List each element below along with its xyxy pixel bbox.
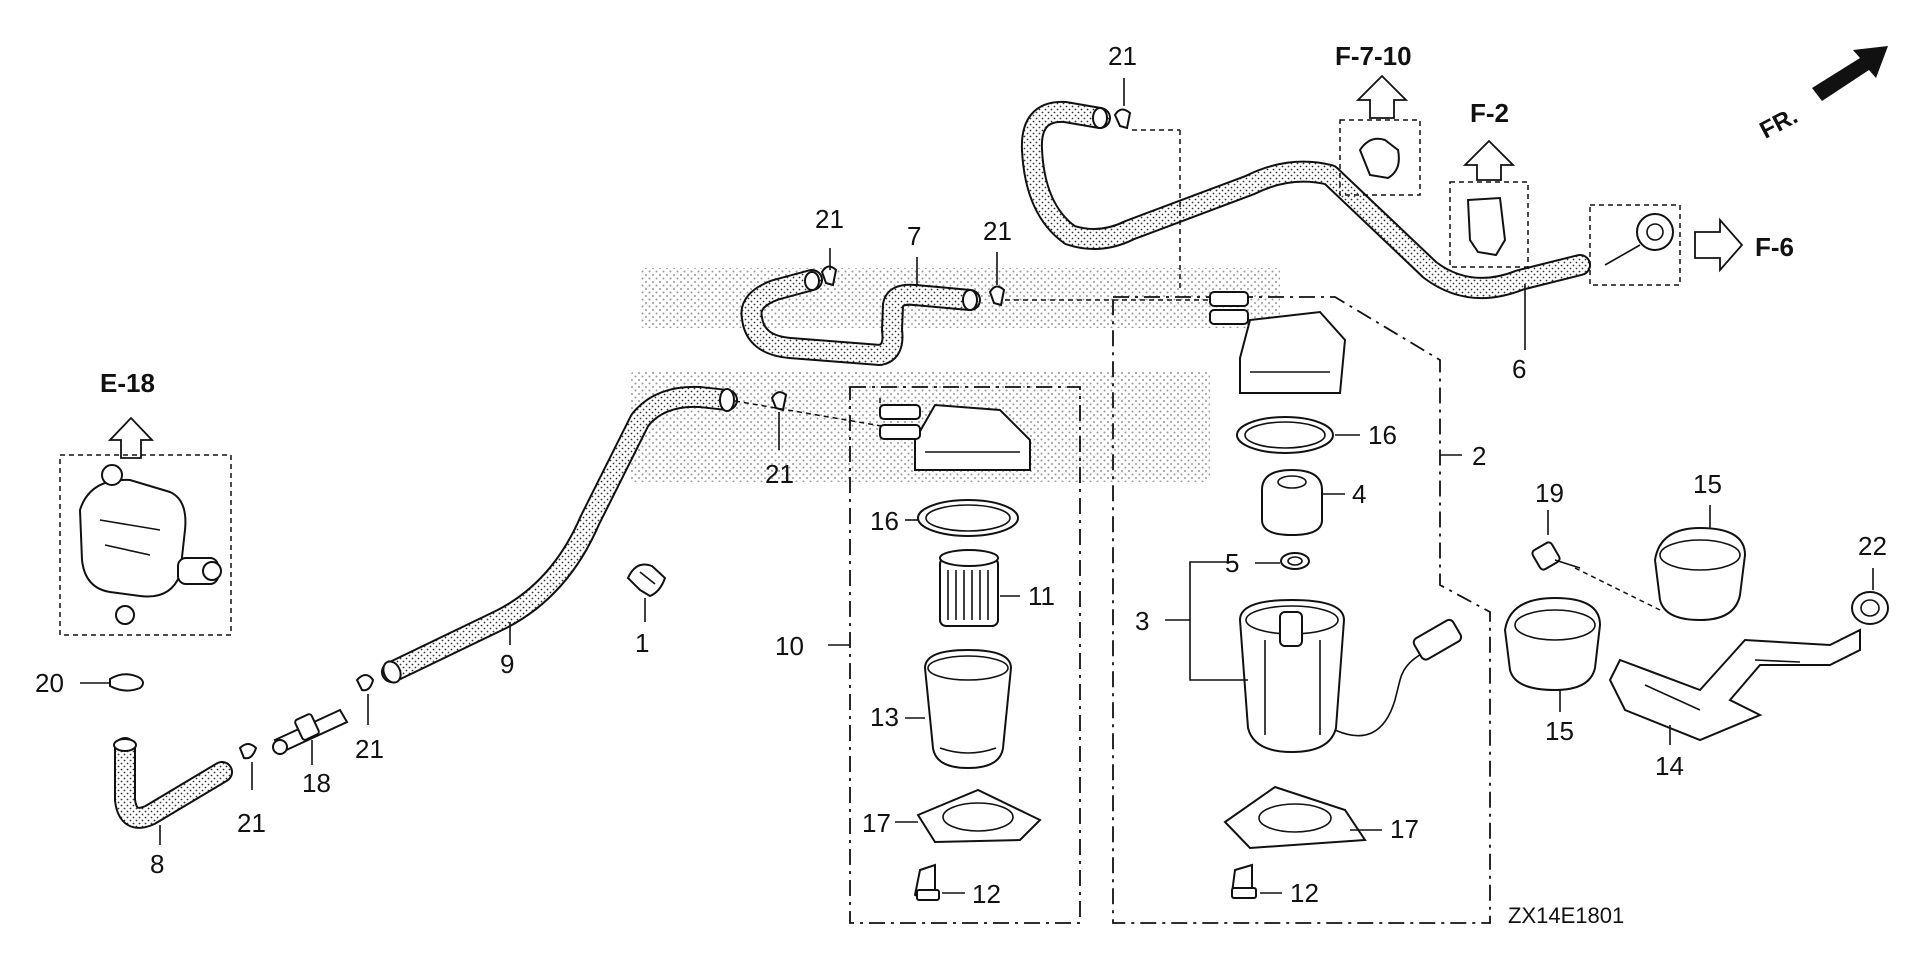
ref-f2-label: F-2 — [1470, 98, 1509, 128]
bolt-12-right — [1230, 863, 1257, 900]
hose-clip-21-e — [988, 285, 1006, 307]
callout-2: 2 — [1472, 441, 1486, 471]
hose-clip-21-c — [770, 391, 788, 412]
reference-f6: F-6 — [1589, 204, 1794, 286]
callout-16-a: 16 — [870, 506, 899, 536]
callout-11: 11 — [1028, 581, 1055, 611]
callout-15-a: 15 — [1693, 469, 1722, 499]
hose-clip-21-d — [820, 265, 838, 287]
hose-clip-21-f — [1113, 108, 1132, 130]
reference-f2: F-2 — [1449, 98, 1529, 268]
front-direction-arrow: FR. — [1755, 46, 1888, 144]
ref-f710-label: F-7-10 — [1335, 41, 1412, 71]
callout-10: 10 — [775, 631, 804, 661]
front-label: FR. — [1755, 102, 1802, 144]
gasket-17-left — [916, 788, 1042, 844]
callout-9: 9 — [500, 649, 514, 679]
o-ring-16-left — [917, 499, 1019, 537]
callout-19: 19 — [1535, 478, 1564, 508]
callout-21-b: 21 — [355, 734, 384, 764]
hose-clip-21-b — [355, 674, 375, 692]
callout-20: 20 — [35, 668, 64, 698]
o-ring-16-right — [1236, 416, 1334, 454]
hose-part-9 — [381, 385, 738, 684]
hose-part-8 — [113, 737, 233, 829]
callout-12-a: 12 — [972, 879, 1001, 909]
callout-21-f: 21 — [1108, 41, 1137, 71]
callout-15-b: 15 — [1545, 716, 1574, 746]
callout-22: 22 — [1858, 531, 1887, 561]
clamp-part-1 — [626, 563, 667, 598]
assembly-10-outline — [849, 386, 1081, 924]
callout-17-b: 17 — [1390, 814, 1419, 844]
ring-part-5 — [1280, 552, 1310, 570]
hose-clip-21-a — [238, 743, 258, 760]
callout-8: 8 — [150, 849, 164, 879]
fuel-pump-part — [78, 464, 222, 625]
drawing-code: ZX14E1801 — [1508, 903, 1624, 928]
callout-3: 3 — [1135, 606, 1149, 636]
connector-part-18 — [272, 708, 349, 755]
float-part-4 — [1261, 468, 1323, 537]
clip-part-20 — [80, 673, 144, 692]
callout-16-b: 16 — [1368, 420, 1397, 450]
callout-21-d: 21 — [815, 204, 844, 234]
ref-f6-label: F-6 — [1755, 232, 1794, 262]
bracket-part-14 — [1608, 628, 1861, 742]
callout-4: 4 — [1352, 479, 1366, 509]
filter-head-left — [879, 403, 1031, 471]
callout-1: 1 — [635, 628, 649, 658]
filter-head-right — [1209, 291, 1347, 394]
callout-17-a: 17 — [862, 808, 891, 838]
callout-7: 7 — [907, 221, 921, 251]
callout-5: 5 — [1225, 548, 1239, 578]
gasket-17-right — [1223, 785, 1367, 850]
reference-e18: E-18 — [59, 368, 232, 636]
grommet-part-22 — [1851, 591, 1889, 625]
callout-21-a: 21 — [237, 808, 266, 838]
callout-6: 6 — [1512, 354, 1526, 384]
hose-part-7 — [740, 269, 981, 366]
callout-18: 18 — [302, 768, 331, 798]
filter-element-11 — [939, 549, 999, 627]
callout-13: 13 — [870, 702, 899, 732]
band-part-15-top — [1653, 526, 1747, 622]
bolt-part-19 — [1531, 541, 1581, 571]
assembly-2-outline — [1112, 296, 1491, 924]
callout-14: 14 — [1655, 751, 1684, 781]
callout-12-b: 12 — [1290, 878, 1319, 908]
hose-part-6 — [1020, 100, 1591, 299]
callout-21-c: 21 — [765, 459, 794, 489]
band-part-15-bottom — [1503, 596, 1602, 692]
reference-f710: F-7-10 — [1335, 41, 1421, 196]
callout-21-e: 21 — [983, 216, 1012, 246]
filter-cup-13 — [923, 648, 1013, 770]
bolt-12-left — [913, 863, 940, 902]
ref-e18-label: E-18 — [100, 368, 155, 398]
water-separator-cup-3 — [1238, 598, 1463, 754]
